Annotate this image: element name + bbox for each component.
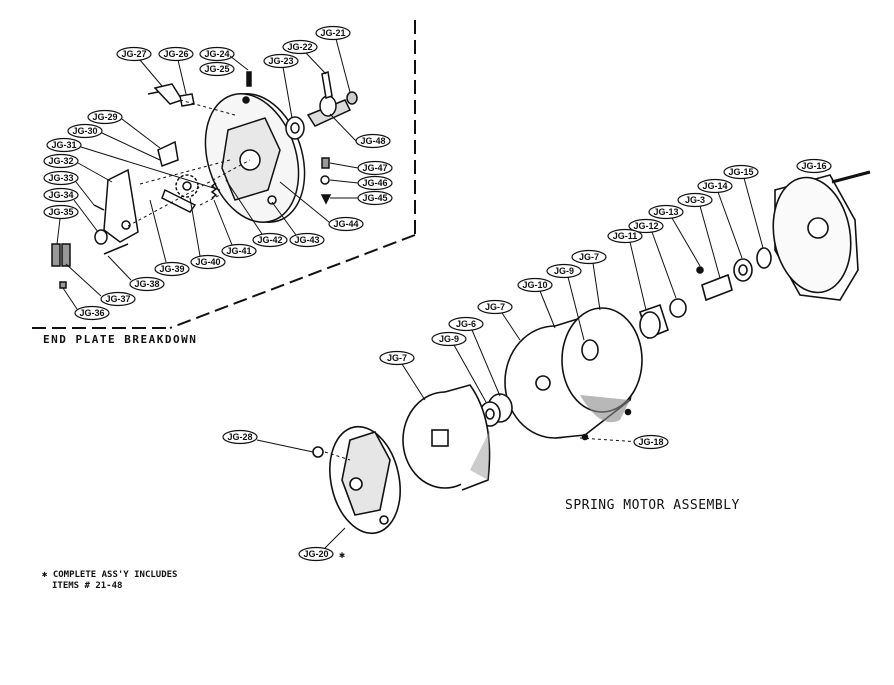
label-jg36: JG-36 — [62, 287, 110, 321]
label-jg42: JG-42 — [225, 179, 288, 248]
svg-text:JG-24: JG-24 — [204, 49, 229, 59]
label-jg28: JG-28 — [222, 429, 314, 453]
label-jg43: JG-43 — [271, 201, 325, 248]
label-jg13: JG-13 — [648, 204, 701, 267]
label-jg18: JG-18 — [633, 434, 669, 450]
label-jg33: JG-33 — [43, 170, 95, 206]
svg-text:JG-10: JG-10 — [522, 280, 547, 290]
svg-text:JG-29: JG-29 — [92, 112, 117, 122]
svg-text:JG-9: JG-9 — [439, 334, 459, 344]
label-jg41: JG-41 — [213, 199, 257, 259]
svg-text:JG-15: JG-15 — [728, 167, 753, 177]
svg-text:JG-11: JG-11 — [613, 231, 638, 241]
label-jg32: JG-32 — [43, 153, 113, 183]
label-jg40: JG-40 — [189, 197, 226, 270]
svg-text:JG-41: JG-41 — [226, 246, 251, 256]
label-jg16: JG-16 — [796, 158, 832, 174]
label-jg47: JG-47 — [329, 160, 393, 176]
svg-text:JG-20: JG-20 — [303, 549, 328, 559]
label-jg24: JG-24 — [199, 46, 249, 71]
label-jg26: JG-26 — [158, 46, 194, 95]
svg-text:JG-39: JG-39 — [159, 264, 184, 274]
svg-text:JG-25: JG-25 — [204, 64, 229, 74]
svg-text:JG-47: JG-47 — [362, 163, 387, 173]
label-jg25: JG-25 — [199, 61, 235, 77]
label-jg39: JG-39 — [149, 199, 190, 277]
svg-text:JG-9: JG-9 — [554, 266, 574, 276]
label-jg6: JG-6 — [448, 316, 501, 397]
label-jg9-top: JG-9 — [546, 263, 585, 341]
svg-text:JG-18: JG-18 — [638, 437, 663, 447]
svg-text:JG-40: JG-40 — [195, 257, 220, 267]
svg-text:JG-38: JG-38 — [134, 279, 159, 289]
svg-text:JG-34: JG-34 — [48, 190, 73, 200]
section-divider — [32, 20, 416, 329]
label-jg12: JG-12 — [628, 218, 677, 299]
label-jg27: JG-27 — [116, 46, 163, 87]
label-jg30: JG-30 — [67, 123, 161, 161]
label-jg11: JG-11 — [607, 228, 647, 311]
svg-text:JG-48: JG-48 — [360, 136, 385, 146]
svg-text:JG-28: JG-28 — [227, 432, 252, 442]
label-jg29: JG-29 — [87, 109, 161, 149]
svg-text:JG-21: JG-21 — [320, 28, 345, 38]
footnote-line-2: ITEMS # 21-48 — [52, 581, 122, 591]
label-jg10: JG-10 — [517, 277, 556, 329]
svg-text:JG-23: JG-23 — [268, 56, 293, 66]
label-jg20: JG-20 ✱ — [298, 527, 346, 562]
assembly-caption: SPRING MOTOR ASSEMBLY — [565, 498, 740, 513]
motor-assembly-parts — [312, 170, 871, 535]
label-jg35: JG-35 — [43, 204, 79, 245]
svg-text:JG-6: JG-6 — [456, 319, 476, 329]
svg-text:JG-7: JG-7 — [387, 353, 407, 363]
footnote-line-1: ✱ COMPLETE ASS'Y INCLUDES — [42, 570, 177, 580]
part-labels: JG-27 JG-26 JG-24 JG-25 JG-23 JG-22 — [43, 25, 832, 562]
svg-text:JG-14: JG-14 — [702, 181, 727, 191]
label-jg46: JG-46 — [329, 175, 393, 191]
svg-text:JG-32: JG-32 — [48, 156, 73, 166]
label-jg9-low: JG-9 — [431, 331, 487, 403]
svg-text:JG-3: JG-3 — [685, 195, 705, 205]
svg-text:JG-37: JG-37 — [105, 294, 130, 304]
label-jg48: JG-48 — [329, 113, 391, 149]
svg-text:JG-42: JG-42 — [257, 235, 282, 245]
label-jg37: JG-37 — [65, 263, 136, 307]
svg-text:JG-44: JG-44 — [333, 219, 358, 229]
end-plate-parts — [51, 71, 358, 289]
svg-text:JG-36: JG-36 — [79, 308, 104, 318]
label-jg23: JG-23 — [263, 53, 299, 119]
label-jg38: JG-38 — [107, 255, 165, 292]
label-jg15: JG-15 — [723, 164, 764, 249]
label-jg44: JG-44 — [279, 181, 364, 232]
label-jg7-mid: JG-7 — [477, 299, 521, 341]
label-jg21: JG-21 — [315, 25, 351, 93]
label-jg34: JG-34 — [43, 187, 99, 233]
svg-text:JG-27: JG-27 — [121, 49, 146, 59]
svg-text:JG-22: JG-22 — [287, 42, 312, 52]
svg-text:JG-26: JG-26 — [163, 49, 188, 59]
svg-text:JG-45: JG-45 — [362, 193, 387, 203]
svg-text:JG-7: JG-7 — [485, 302, 505, 312]
svg-text:JG-31: JG-31 — [51, 140, 76, 150]
svg-text:JG-33: JG-33 — [48, 173, 73, 183]
asterisk-mark: ✱ — [339, 550, 345, 561]
svg-text:JG-43: JG-43 — [294, 235, 319, 245]
label-jg7-low: JG-7 — [379, 350, 426, 401]
label-jg7-top: JG-7 — [571, 249, 607, 311]
svg-text:JG-12: JG-12 — [633, 221, 658, 231]
svg-text:JG-35: JG-35 — [48, 207, 73, 217]
label-jg31: JG-31 — [46, 137, 221, 191]
svg-text:JG-46: JG-46 — [362, 178, 387, 188]
label-jg22: JG-22 — [282, 39, 327, 75]
label-jg45: JG-45 — [330, 190, 393, 206]
svg-text:JG-13: JG-13 — [653, 207, 678, 217]
label-jg14: JG-14 — [697, 178, 743, 259]
end-plate-caption: END PLATE BREAKDOWN — [43, 333, 197, 346]
svg-text:JG-7: JG-7 — [579, 252, 599, 262]
svg-text:JG-30: JG-30 — [72, 126, 97, 136]
label-jg3: JG-3 — [677, 192, 721, 279]
svg-text:JG-16: JG-16 — [801, 161, 826, 171]
